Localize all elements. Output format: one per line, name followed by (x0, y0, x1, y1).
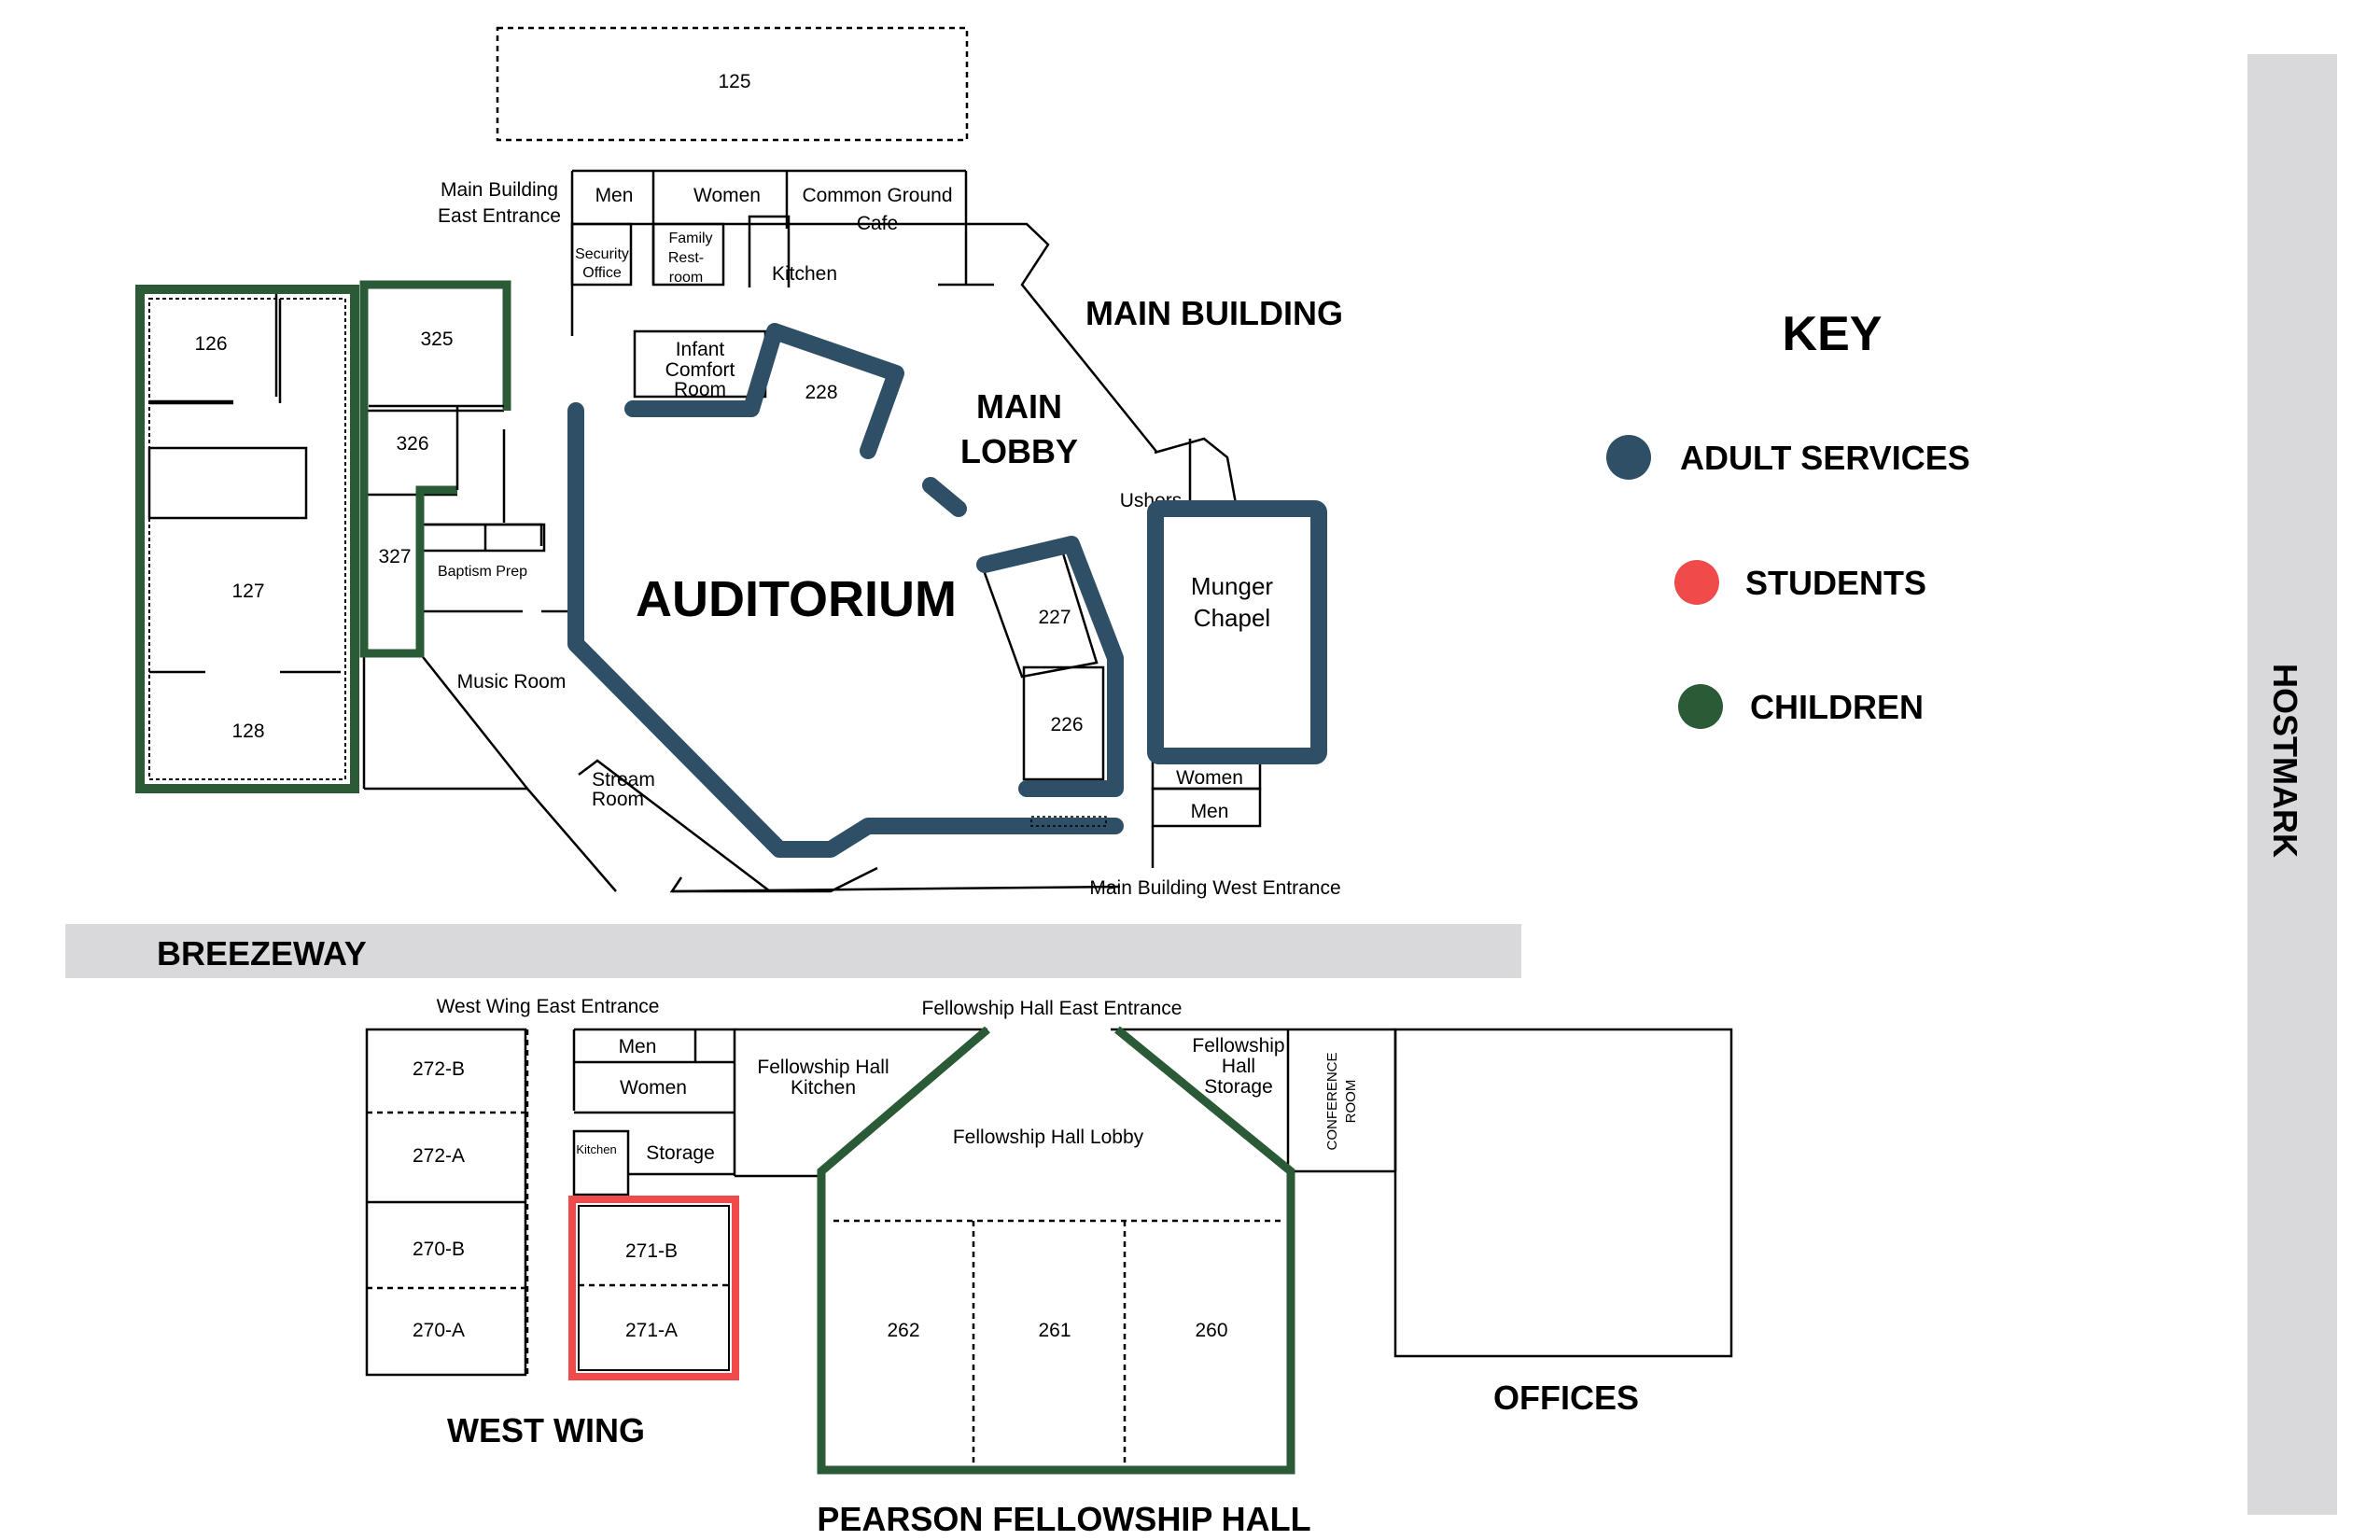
adult-lines-overlay (1030, 816, 1107, 827)
students-rooms-271 (568, 1196, 739, 1380)
stream-room-label-2: Room (592, 789, 644, 810)
west-wing-women-label: Women (620, 1077, 687, 1099)
west-wing-kitchen-label: Kitchen (576, 1142, 616, 1156)
conference-room-label-1: CONFERENCE (1324, 1052, 1340, 1150)
family-restroom-label-3: room (669, 270, 703, 286)
east-entrance-label-2: East Entrance (438, 205, 561, 227)
music-room-label: Music Room (457, 671, 567, 693)
main-lobby-label-2: LOBBY (960, 432, 1078, 470)
students-key-dot (1674, 560, 1719, 605)
room-228-label: 228 (805, 382, 837, 403)
room-271b-label: 271-B (625, 1240, 678, 1262)
room-226-label: 226 (1050, 714, 1083, 735)
women-west-label: Women (1176, 767, 1243, 789)
fellowship-kitchen-label-1: Fellowship Hall (757, 1057, 889, 1078)
men-restroom-label: Men (595, 185, 634, 206)
children-key-label: CHILDREN (1750, 688, 1924, 726)
room-272a-label: 272-A (413, 1145, 465, 1167)
room-125-outline (496, 26, 969, 142)
infant-room-label-1: Infant (676, 339, 725, 360)
fellowship-entrance-label: Fellowship Hall East Entrance (922, 998, 1183, 1019)
room-270b-label: 270-B (413, 1239, 465, 1260)
room-272b-label: 272-B (413, 1058, 465, 1080)
security-office-label-2: Office (582, 265, 622, 281)
room-325-label: 325 (420, 329, 453, 350)
infant-room-label-3: Room (674, 379, 726, 400)
adult-services-key-label: ADULT SERVICES (1680, 439, 1970, 477)
room-260-label: 260 (1195, 1320, 1227, 1341)
fellowship-hall-title: PEARSON FELLOWSHIP HALL (817, 1500, 1310, 1538)
stream-room-label-1: Stream (592, 769, 655, 791)
family-restroom-label-1: Family (668, 231, 712, 246)
women-restroom-label: Women (693, 185, 761, 206)
room-125-label: 125 (718, 71, 750, 92)
room-126-label: 126 (194, 333, 227, 355)
breezeway-label: BREEZEWAY (157, 934, 367, 973)
east-entrance-label-1: Main Building (441, 179, 558, 201)
baptism-prep-label: Baptism Prep (438, 564, 527, 580)
main-lobby-label-1: MAIN (976, 387, 1062, 426)
cafe-label-1: Common Ground (802, 185, 952, 206)
key-title: KEY (1783, 307, 1883, 361)
west-wing-storage-label: Storage (646, 1142, 715, 1164)
fellowship-kitchen-label-2: Kitchen (791, 1077, 856, 1099)
children-wing-126-128-inner (148, 298, 346, 780)
munger-chapel-label-1: Munger (1191, 572, 1273, 600)
west-wing-entrance-label: West Wing East Entrance (437, 996, 660, 1017)
main-building-title: MAIN BUILDING (1085, 294, 1343, 332)
room-327-label: 327 (378, 546, 411, 567)
offices-outline (1393, 1028, 1733, 1358)
kitchen-label: Kitchen (772, 263, 837, 285)
conference-room-label-2: ROOM (1343, 1080, 1359, 1124)
students-key-label: STUDENTS (1745, 564, 1926, 602)
west-wing-men-label: Men (619, 1036, 657, 1057)
children-key-dot (1678, 684, 1723, 729)
children-wing-126-128 (135, 285, 359, 793)
fellowship-storage-label-1: Fellowship (1192, 1035, 1284, 1057)
room-262-label: 262 (887, 1320, 919, 1341)
room-127-label: 127 (231, 581, 264, 602)
auditorium-label: AUDITORIUM (636, 571, 957, 627)
fellowship-storage-label-2: Hall (1222, 1056, 1255, 1077)
adult-services-outlines (567, 323, 1327, 858)
hostmark-road (2247, 54, 2337, 1515)
west-wing-title: WEST WING (447, 1411, 645, 1449)
family-restroom-label-2: Rest- (668, 250, 704, 266)
munger-chapel-label-2: Chapel (1194, 604, 1270, 632)
cafe-label-2: Cafe (857, 213, 898, 234)
hostmark-label: HOSTMARK (2266, 664, 2304, 858)
fellowship-storage-label-3: Storage (1204, 1076, 1273, 1098)
room-227-label: 227 (1038, 607, 1071, 628)
students-rooms-271-inner (578, 1205, 730, 1371)
security-office-label-1: Security (575, 246, 629, 262)
room-271a-label: 271-A (625, 1320, 678, 1341)
fellowship-lobby-label: Fellowship Hall Lobby (953, 1127, 1144, 1148)
adult-services-key-dot (1606, 435, 1651, 480)
offices-title: OFFICES (1493, 1379, 1639, 1417)
men-west-label: Men (1191, 801, 1229, 822)
room-128-label: 128 (231, 721, 264, 742)
room-326-label: 326 (396, 433, 428, 455)
room-261-label: 261 (1038, 1320, 1071, 1341)
infant-room-label-2: Comfort (665, 359, 735, 381)
west-wing-walls (365, 1028, 736, 1377)
breezeway-road (65, 924, 1521, 978)
room-270a-label: 270-A (413, 1320, 465, 1341)
west-entrance-label: Main Building West Entrance (1089, 877, 1340, 899)
children-rooms-325-327 (359, 280, 511, 658)
children-fellowship-hall (817, 1026, 1295, 1475)
fellowship-hall-walls (735, 1028, 1397, 1465)
